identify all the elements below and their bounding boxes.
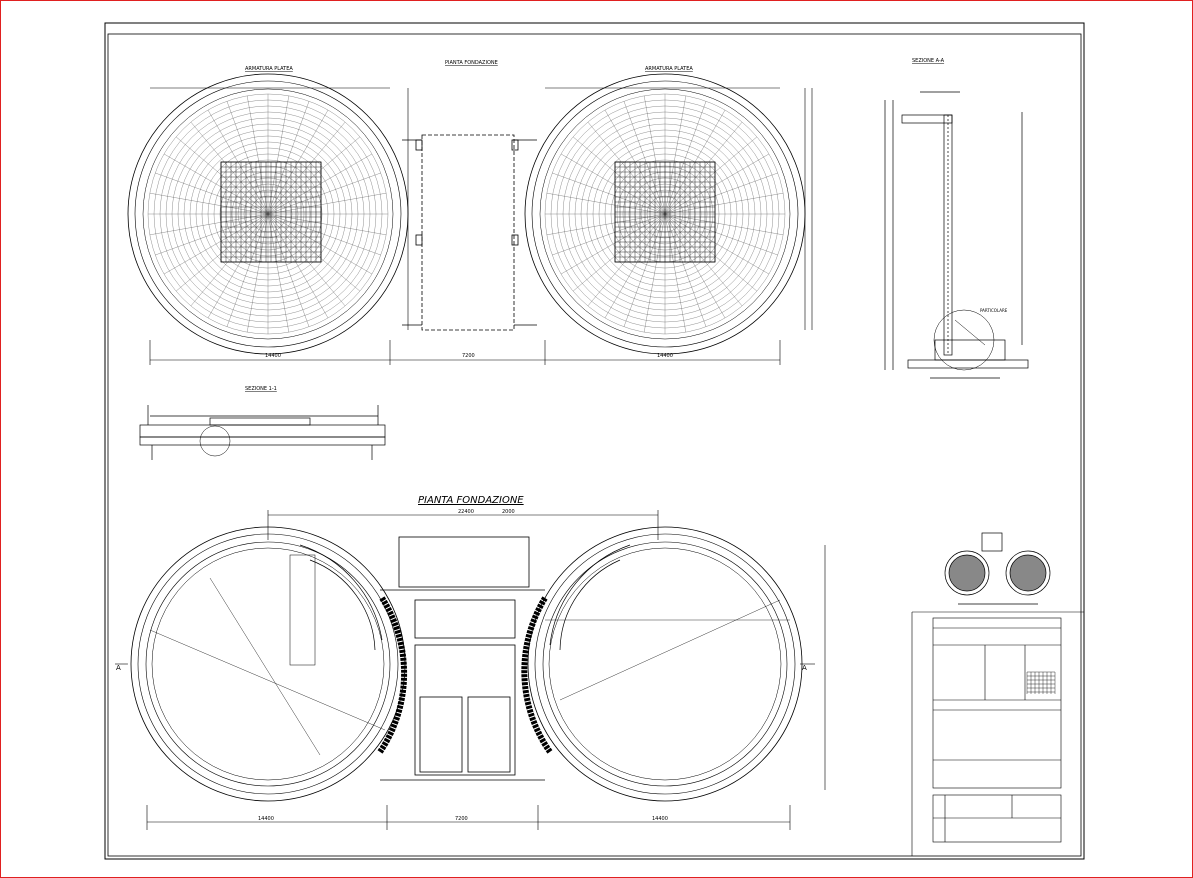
dim-bottom-mid: 7200 [455, 816, 468, 822]
section-aa-title: SEZIONE A-A [912, 58, 945, 64]
dim-top-right: 14400 [657, 353, 673, 359]
section-11-drawing [139, 405, 386, 460]
dim-top-mid: 7200 [462, 353, 475, 359]
section-11-title: SEZIONE 1-1 [245, 386, 277, 392]
armatura-left-label: ARMATURA PLATEA [245, 66, 293, 72]
dim-bottom-right: 14400 [652, 816, 668, 822]
dim-bottom-left: 14400 [258, 816, 274, 822]
title-block [911, 611, 1084, 856]
top-plan-title: PIANTA FONDAZIONE [445, 60, 498, 66]
dim-top-left: 14400 [265, 353, 281, 359]
marker-a-left: A [116, 664, 121, 672]
dim-bottom-top-span: 22400 [458, 509, 474, 515]
right-wall-thick-arc [521, 596, 553, 754]
armatura-right-label: ARMATURA PLATEA [645, 66, 693, 72]
sheet-outer-border [104, 22, 1085, 860]
particolare-label: PARTICOLARE [980, 308, 1008, 313]
section-aa-drawing [884, 91, 1029, 379]
marker-a-right: A [802, 664, 807, 672]
top-left-tank-plan [127, 73, 409, 355]
sheet-inner-border [107, 33, 1082, 857]
dim-bottom-top-span2: 2000 [502, 509, 515, 515]
bottom-left-tank [130, 526, 406, 802]
bottom-connector-building [380, 536, 545, 781]
bottom-dimension-lines [115, 510, 826, 830]
top-right-tank-plan [524, 73, 806, 355]
bottom-right-tank [527, 526, 803, 802]
left-wall-thick-arc [377, 596, 408, 754]
top-connector-plan [402, 134, 537, 331]
bottom-plan-title: PIANTA FONDAZIONE [418, 495, 524, 506]
top-dimension-lines [149, 87, 813, 365]
detail-circles [944, 532, 1051, 605]
